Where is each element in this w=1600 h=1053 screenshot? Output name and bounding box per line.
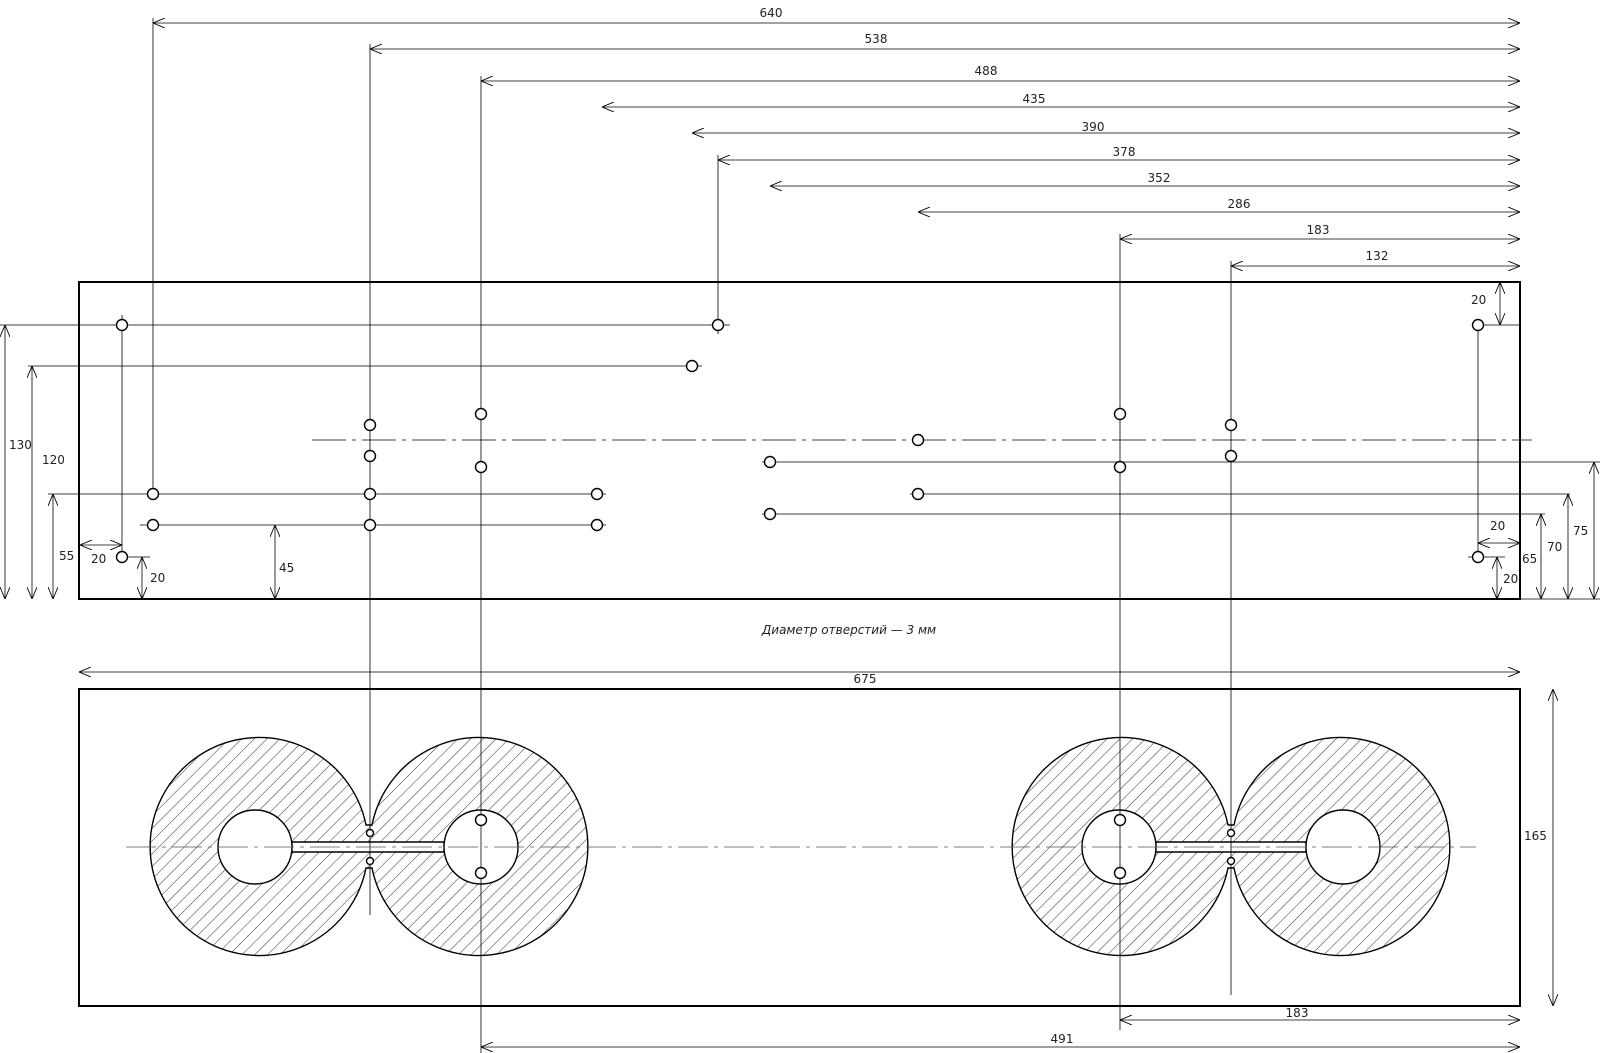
hole: [363, 449, 377, 463]
top-dimension-labels: 640 538 488 435 390 378 352 286 183 132: [760, 6, 1389, 263]
hole: [590, 487, 604, 501]
dim-label-165: 165: [1524, 829, 1547, 843]
hole: [146, 518, 160, 532]
right-dimension-labels: 20 20 20 65 70 75: [1471, 293, 1588, 586]
hole: [763, 455, 777, 469]
hole: [685, 359, 699, 373]
hole: [1113, 813, 1127, 827]
hole: [911, 487, 925, 501]
dim-label-183-bottom: 183: [1286, 1006, 1309, 1020]
dim-label-640: 640: [760, 6, 783, 20]
dim-label-20-top-right: 20: [1471, 293, 1486, 307]
hole: [115, 318, 129, 332]
dim-label-132: 132: [1366, 249, 1389, 263]
dim-label-75: 75: [1573, 524, 1588, 538]
dim-label-488: 488: [975, 64, 998, 78]
hole: [474, 407, 488, 421]
bottom-plate-view: 675 165 183 491: [78, 672, 1553, 1047]
hole: [1113, 866, 1127, 880]
right-vertical-dimension-lines: [1468, 282, 1600, 600]
hole: [363, 418, 377, 432]
dim-label-20-bottom-right: 20: [1503, 572, 1518, 586]
dim-label-491: 491: [1051, 1032, 1074, 1046]
hole: [590, 518, 604, 532]
hole: [1471, 550, 1485, 564]
dim-label-352: 352: [1148, 171, 1171, 185]
dim-label-65: 65: [1522, 552, 1537, 566]
top-plate-outline: [78, 281, 1521, 600]
hole: [363, 487, 377, 501]
dim-label-45: 45: [279, 561, 294, 575]
left-dimension-labels: 130 120 55 20 20 45: [9, 438, 294, 585]
hole: [763, 507, 777, 521]
hole: [474, 813, 488, 827]
hole: [474, 866, 488, 880]
hole: [1224, 418, 1238, 432]
hole: [146, 487, 160, 501]
hole: [1113, 407, 1127, 421]
dim-label-435: 435: [1023, 92, 1046, 106]
extension-lines: [121, 18, 1479, 1053]
bottom-holes: [365, 813, 1236, 880]
dim-label-286: 286: [1228, 197, 1251, 211]
hole: [1471, 318, 1485, 332]
left-hatched-ring: [149, 736, 589, 957]
dim-label-55: 55: [59, 549, 74, 563]
hole-diameter-note: Диаметр отверстий — 3 мм: [761, 623, 936, 637]
hole: [1224, 449, 1238, 463]
dim-label-378: 378: [1113, 145, 1136, 159]
dim-label-70: 70: [1547, 540, 1562, 554]
top-dimension-lines: [153, 23, 1520, 266]
dim-label-538: 538: [865, 32, 888, 46]
left-cutout-pair: [149, 736, 589, 957]
dim-label-20-left: 20: [91, 552, 106, 566]
hole: [115, 550, 129, 564]
dim-label-183: 183: [1307, 223, 1330, 237]
hole: [911, 433, 925, 447]
hole: [474, 460, 488, 474]
hole: [1226, 856, 1236, 866]
dim-label-675: 675: [854, 672, 877, 686]
dim-label-130: 130: [9, 438, 32, 452]
dim-label-20-right: 20: [1490, 519, 1505, 533]
hole: [363, 518, 377, 532]
hole: [711, 318, 725, 332]
hole: [1226, 828, 1236, 838]
dim-label-120: 120: [42, 453, 65, 467]
bottom-plate-outline: [78, 688, 1521, 1007]
hole: [1113, 460, 1127, 474]
hole: [365, 856, 375, 866]
hole: [365, 828, 375, 838]
top-plate-view: 640 538 488 435 390 378 352 286 183 132 …: [0, 6, 1600, 1053]
hole-row-lines: [0, 324, 1600, 526]
dim-label-20-bottom-left: 20: [150, 571, 165, 585]
mounting-holes: [115, 318, 1485, 564]
dim-label-390: 390: [1082, 120, 1105, 134]
